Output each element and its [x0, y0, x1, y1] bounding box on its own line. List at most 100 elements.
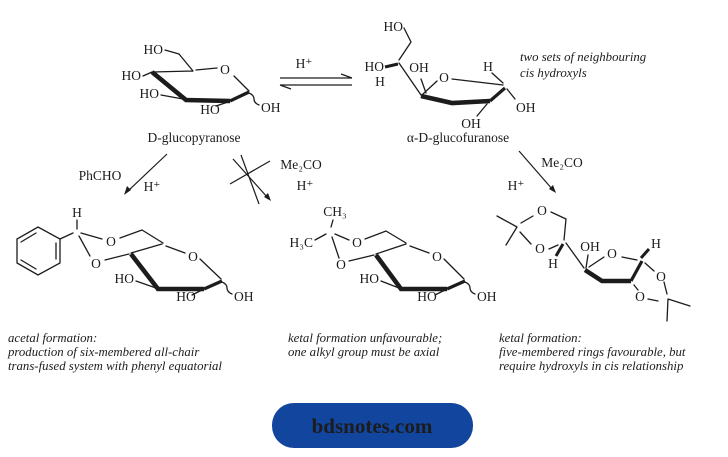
phenyl-ring — [16, 226, 61, 276]
atom-label: O — [106, 234, 116, 249]
arrowhead — [124, 186, 131, 195]
note-line: cis hydroxyls — [520, 66, 587, 80]
caption-line: five-membered rings favourable, but — [499, 345, 686, 359]
bond — [496, 211, 691, 322]
reagent-label: Me₂CO — [280, 157, 322, 172]
catalyst-label: H⁺ — [297, 178, 314, 193]
bold-ring-bond — [420, 93, 491, 106]
arrowhead — [264, 193, 271, 201]
ring-oxygen-label: O — [188, 249, 198, 264]
atom-label: H₃C — [290, 235, 313, 250]
phenyl-double-bonds — [20, 232, 57, 270]
atom-label: H — [72, 205, 82, 220]
bold-ring-bond — [374, 253, 447, 292]
atom-label: O — [336, 257, 346, 272]
banner-label: bdsnotes.com — [312, 414, 433, 438]
atom-label: OH — [580, 239, 600, 254]
catalyst-label: H⁺ — [144, 179, 161, 194]
bold-ring-bond — [629, 260, 644, 282]
arrowhead — [549, 185, 556, 193]
atom-label: HO — [176, 289, 196, 304]
caption-line: one alkyl group must be axial — [288, 345, 440, 359]
atom-label: HO — [122, 68, 142, 83]
catalyst-label: H⁺ — [296, 56, 313, 71]
banner-pill — [272, 403, 473, 448]
wedge-bond — [554, 243, 651, 259]
bond — [59, 219, 222, 296]
caption-line: trans-fused system with phenyl equatoria… — [8, 359, 222, 373]
structure-name: α-D-glucofuranose — [407, 130, 509, 145]
caption-ketal-unfavourable: ketal formation unfavourable; one alkyl … — [288, 331, 442, 359]
atom-label: HO — [115, 271, 135, 286]
atom-label: OH — [409, 60, 429, 75]
arrow-shaft — [126, 153, 168, 193]
atom-label: OH — [461, 116, 481, 131]
bold-ring-bond — [229, 90, 250, 103]
atom-label: HO — [365, 59, 385, 74]
ring-oxygen-label: O — [607, 246, 617, 261]
atom-label: O — [635, 289, 645, 304]
ring-oxygen-label: O — [439, 70, 449, 85]
cis-hydroxyls-note: two sets of neighbouring cis hydroxyls — [520, 50, 647, 80]
atom-label: O — [656, 269, 666, 284]
atom-label: O — [537, 203, 547, 218]
bold-ring-bond — [446, 279, 466, 291]
atom-label: H — [651, 236, 661, 251]
atom-label: HO — [417, 289, 437, 304]
atom-label: H — [483, 59, 493, 74]
bond — [314, 219, 465, 296]
structure-diacetonide-furanose: O O H OH O H O O — [496, 203, 691, 322]
arrow-shaft — [232, 158, 269, 199]
atom-label: HO — [144, 42, 164, 57]
bond — [142, 49, 250, 107]
atom-label: OH — [234, 289, 254, 304]
caption-line: ketal formation unfavourable; — [288, 331, 442, 345]
structure-glucofuranose: HO HO H OH O H OH OH α-D-glucofuranose — [365, 19, 536, 145]
reaction-arrow-right: Me₂CO H⁺ — [508, 150, 583, 193]
atom-label: HO — [200, 102, 220, 117]
anomeric-squiggle-bond — [464, 281, 476, 295]
atom-label: H — [375, 74, 385, 89]
bold-ring-bond — [488, 86, 507, 103]
caption-line: production of six-membered all-chair — [7, 345, 200, 359]
anomeric-squiggle-bond — [221, 281, 233, 295]
bold-ring-bond — [203, 279, 223, 291]
caption-acetal-formation: acetal formation: production of six-memb… — [7, 331, 222, 373]
atom-label: O — [352, 235, 362, 250]
atom-label: OH — [261, 100, 281, 115]
atom-label: O — [535, 241, 545, 256]
reaction-arrow-middle-blocked: Me₂CO H⁺ — [229, 154, 322, 205]
equilibrium-harpoons — [279, 73, 353, 90]
equilibrium-arrow: H⁺ — [279, 56, 353, 90]
ring-oxygen-label: O — [432, 249, 442, 264]
caption-ketal-favourable: ketal formation: five-membered rings fav… — [499, 331, 686, 373]
atom-label: CH₃ — [323, 204, 347, 219]
caption-line: ketal formation: — [499, 331, 582, 345]
structure-isopropylidene-pyranose: CH₃ H₃C O O O HO HO OH — [290, 204, 497, 304]
atom-label: HO — [360, 271, 380, 286]
structure-name: D-glucopyranose — [148, 130, 241, 145]
note-line: two sets of neighbouring — [520, 50, 647, 64]
atom-label: O — [91, 256, 101, 271]
atom-label: OH — [516, 100, 536, 115]
structure-benzylidene-acetal: H O O O HO HO OH — [16, 205, 254, 304]
structure-glucopyranose: HO HO HO O HO OH D-glucopyranose — [122, 42, 281, 145]
caption-line: acetal formation: — [8, 331, 97, 345]
bold-ring-bond — [129, 252, 204, 292]
ring-oxygen-label: O — [220, 62, 230, 77]
bond — [398, 27, 516, 117]
reaction-arrow-left: PhCHO H⁺ — [79, 153, 168, 195]
banner-link[interactable]: bdsnotes.com — [272, 403, 473, 448]
atom-label: H — [548, 256, 558, 271]
anomeric-squiggle-bond — [248, 92, 260, 106]
atom-label: OH — [477, 289, 497, 304]
cross-out-x — [229, 154, 271, 205]
catalyst-label: H⁺ — [508, 178, 525, 193]
bold-ring-bond — [583, 268, 631, 284]
reagent-label: Me₂CO — [541, 155, 583, 170]
atom-label: HO — [140, 86, 160, 101]
atom-label: HO — [384, 19, 404, 34]
reagent-label: PhCHO — [79, 168, 122, 183]
